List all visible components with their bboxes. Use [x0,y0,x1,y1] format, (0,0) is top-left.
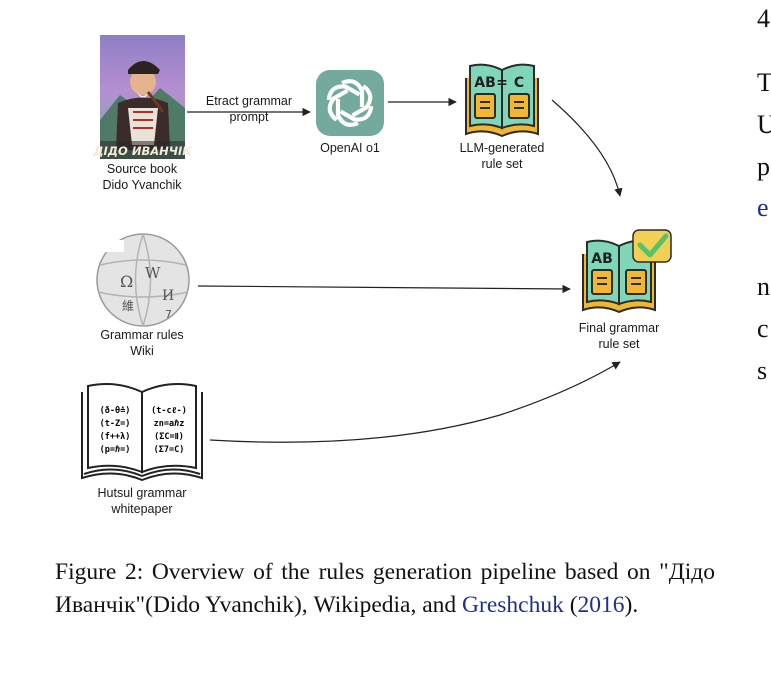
side-char-4[interactable]: e [757,193,769,222]
svg-text:Ω: Ω [120,272,133,291]
llm-icon-c: C [514,75,524,91]
whitepaper-book-icon: (ð-θ≙) (t-Z=) (f++λ) (p=ℏ=) (t-cℓ-) zn=a… [81,383,203,482]
side-char-7: s [757,356,768,385]
side-char-2: U [757,110,771,139]
side-char-3: p [757,152,770,181]
svg-text:維: 維 [122,299,134,313]
wp-left-3: (p=ℏ=) [100,445,131,455]
svg-text:7: 7 [165,308,172,321]
svg-text:=: = [496,75,508,91]
wp-right-0: (t-cℓ-) [151,406,187,416]
edge-wiki-to-final [197,284,571,294]
wp-right-2: (ΣC=Ⅱ) [154,431,184,442]
final-icon-ab: AB [591,251,613,267]
llm-ruleset-label: LLM-generated rule set [459,141,545,171]
side-char-0: 4 [757,4,770,33]
edge-extract-label: Etract grammar prompt [205,94,293,124]
side-char-6: c [757,314,769,343]
checkmark-badge-icon [632,229,672,263]
edge-whitepaper-to-final [209,361,621,443]
citation-author-link[interactable]: Greshchuk [462,592,564,618]
pipeline-diagram: ДІДО ИВАНЧІК AB = C Ω W [81,35,672,482]
svg-text:И: И [162,288,174,304]
wp-left-0: (ð-θ≙) [100,405,131,416]
figure-caption: Figure 2: Overview of the rules generati… [55,559,715,618]
caption-text: Figure 2: Overview of the rules generati… [55,559,715,618]
wp-left-2: (f++λ) [100,432,131,442]
wp-right-1: zn=aℏz [154,419,185,429]
openai-label: OpenAI o1 [320,141,380,155]
source-book-cover: ДІДО ИВАНЧІК [92,35,192,159]
wikipedia-globe-icon: Ω W И 維 7 [96,233,190,327]
side-char-1: T [757,68,771,97]
svg-text:W: W [145,264,161,282]
whitepaper-label: Hutsul grammar whitepaper [97,486,187,516]
citation-year-link[interactable]: 2016 [577,592,625,618]
cover-title: ДІДО ИВАНЧІК [92,144,192,158]
wp-left-1: (t-Z=) [100,419,131,429]
side-char-5: n [757,272,770,301]
wiki-label: Grammar rules Wiki [100,328,184,358]
final-ruleset-label: Final grammar rule set [578,321,660,351]
edge-llm-to-final [551,99,623,197]
llm-icon-ab: AB [474,75,496,91]
wp-right-3: (Σ7=C) [154,445,185,455]
openai-icon [316,70,384,136]
llm-ruleset-book-icon: AB = C [465,63,539,138]
source-book-label: Source book Dido Yvanchik [102,162,182,192]
